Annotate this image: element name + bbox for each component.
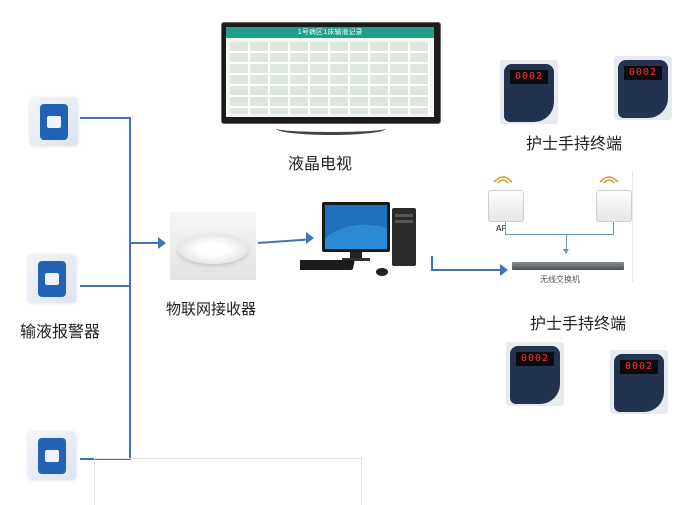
connector-alarm-3 — [80, 458, 130, 460]
nurse-terminal-label-bottom: 护士手持终端 — [530, 314, 627, 333]
iot-receiver-label: 物联网接收器 — [166, 300, 257, 318]
nurse-handheld-top-left: 0002 — [500, 60, 558, 124]
ap-device-right — [596, 190, 632, 222]
connector-alarm-2 — [80, 285, 130, 287]
lcd-tv-label: 液晶电视 — [288, 154, 353, 173]
switch-label: 无线交换机 — [540, 275, 580, 284]
panel-divider — [632, 172, 633, 282]
infusion-alarm-device-1 — [30, 98, 78, 146]
ap-label: AP — [496, 224, 507, 233]
connector-ap-right — [613, 222, 614, 234]
wifi-signal-icon — [493, 176, 513, 184]
nurse-handheld-bottom-right: 0002 — [610, 350, 668, 414]
connector-ap-bus — [505, 234, 614, 235]
wifi-signal-icon — [599, 176, 619, 184]
handheld-display: 0002 — [624, 66, 662, 80]
arrow-to-pc — [306, 232, 314, 244]
connector-bus-vertical — [129, 117, 131, 460]
connector-pc-down — [431, 256, 433, 270]
arrow-ap-to-switch — [563, 249, 569, 254]
infusion-alarm-device-3 — [28, 432, 76, 480]
tv-screen-header: 1号病区1床输液记录 — [226, 27, 434, 38]
handheld-display: 0002 — [620, 360, 658, 374]
connector-alarm-1 — [80, 117, 130, 119]
blank-box-edge — [94, 458, 362, 505]
lcd-tv-image: 1号病区1床输液记录 — [221, 22, 441, 142]
connector-pc-to-switch — [431, 269, 501, 271]
nurse-handheld-bottom-left: 0002 — [506, 342, 564, 406]
infusion-alarm-device-2 — [28, 255, 76, 303]
connector-ap-left — [505, 222, 506, 234]
ap-device-left — [488, 190, 524, 222]
handheld-display: 0002 — [516, 352, 554, 366]
handheld-display: 0002 — [510, 70, 548, 84]
nurse-terminal-label-top: 护士手持终端 — [526, 134, 623, 153]
connector-to-receiver — [129, 242, 159, 244]
infusion-alarm-label: 输液报警器 — [20, 322, 101, 341]
tv-screen-grid — [230, 42, 430, 114]
wireless-switch-image — [512, 262, 624, 270]
arrow-to-switch — [500, 264, 508, 276]
connector-ap-to-switch — [566, 234, 567, 250]
iot-receiver-image — [170, 212, 256, 280]
nurse-handheld-top-right: 0002 — [614, 56, 672, 120]
arrow-to-receiver — [158, 237, 166, 249]
desktop-computer-image — [300, 202, 416, 276]
